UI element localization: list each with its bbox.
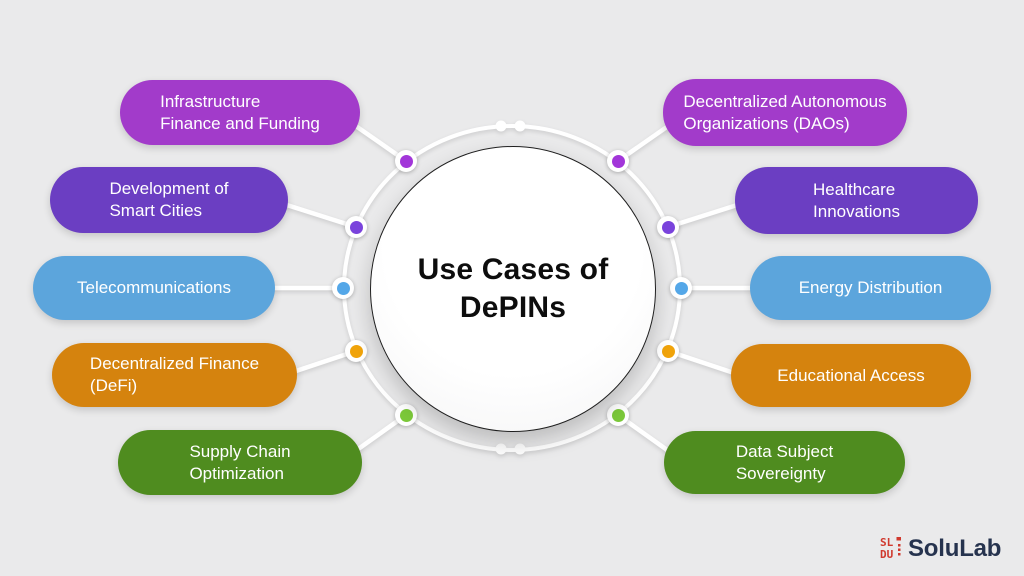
logo-mark-dot xyxy=(898,552,901,555)
node-dot-healthcare xyxy=(657,216,679,238)
node-dot-core xyxy=(349,220,363,234)
pill-daos: Decentralized Autonomous Organizations (… xyxy=(663,79,907,146)
pill-decentralized-finance-defi: Decentralized Finance (DeFi) xyxy=(52,343,297,407)
solulab-logo-icon: SL DU xyxy=(880,536,901,561)
logo-mark-top: SL xyxy=(880,536,894,549)
pill-educational-access: Educational Access xyxy=(731,344,971,407)
pill-label: Decentralized Finance (DeFi) xyxy=(89,354,260,395)
node-dot-defi xyxy=(345,340,367,362)
diagram-title: Use Cases of DePINs xyxy=(417,253,609,324)
node-dot-energy xyxy=(670,277,692,299)
solulab-logo: SL DU SoluLab xyxy=(880,535,1001,563)
node-dot-core xyxy=(349,344,363,358)
node-dot-supply-chain xyxy=(395,404,417,426)
node-dot-infrastructure xyxy=(395,150,417,172)
node-dot-core xyxy=(611,154,625,168)
pill-label: Data Subject Sovereignty xyxy=(735,441,834,483)
node-dot-core xyxy=(674,281,688,295)
ring-node-dot xyxy=(514,443,526,455)
node-dot-core xyxy=(611,408,625,422)
pill-label: Decentralized Autonomous Organizations (… xyxy=(683,91,887,133)
ring-node-dot xyxy=(514,120,526,132)
solulab-wordmark: SoluLab xyxy=(908,535,1002,562)
logo-mark-dot xyxy=(898,548,901,551)
pill-label: Healthcare Innovations xyxy=(813,179,900,221)
node-dot-core xyxy=(661,220,675,234)
pill-infrastructure-finance-funding: Infrastructure Finance and Funding xyxy=(120,80,360,145)
pill-label: Supply Chain Optimization xyxy=(189,441,291,483)
pill-label: Infrastructure Finance and Funding xyxy=(160,91,320,133)
pill-energy-distribution: Energy Distribution xyxy=(750,256,991,320)
logo-mark-notch xyxy=(896,536,901,540)
pill-development-smart-cities: Development of Smart Cities xyxy=(50,167,288,233)
ring-node-dot xyxy=(495,443,507,455)
pill-label: Energy Distribution xyxy=(798,278,943,297)
node-dot-smart-cities xyxy=(345,216,367,238)
node-dot-data-sovereignty xyxy=(607,404,629,426)
pill-supply-chain-optimization: Supply Chain Optimization xyxy=(118,430,362,495)
node-dot-daos xyxy=(607,150,629,172)
pill-telecommunications: Telecommunications xyxy=(33,256,275,320)
node-dot-core xyxy=(399,154,413,168)
node-dot-core xyxy=(336,281,350,295)
pill-label: Educational Access xyxy=(777,365,925,385)
pill-label: Telecommunications xyxy=(76,278,231,297)
node-dot-core xyxy=(661,344,675,358)
node-dot-telecommunications xyxy=(332,277,354,299)
pill-healthcare-innovations: Healthcare Innovations xyxy=(735,167,978,234)
node-dot-core xyxy=(399,408,413,422)
logo-mark-bottom: DU xyxy=(880,548,894,561)
center-circle: Use Cases of DePINs xyxy=(370,146,656,432)
logo-mark-dot xyxy=(898,543,901,546)
ring-node-dot xyxy=(495,120,507,132)
pill-label: Development of Smart Cities xyxy=(109,179,229,220)
pill-data-subject-sovereignty: Data Subject Sovereignty xyxy=(664,431,905,494)
node-dot-education xyxy=(657,340,679,362)
